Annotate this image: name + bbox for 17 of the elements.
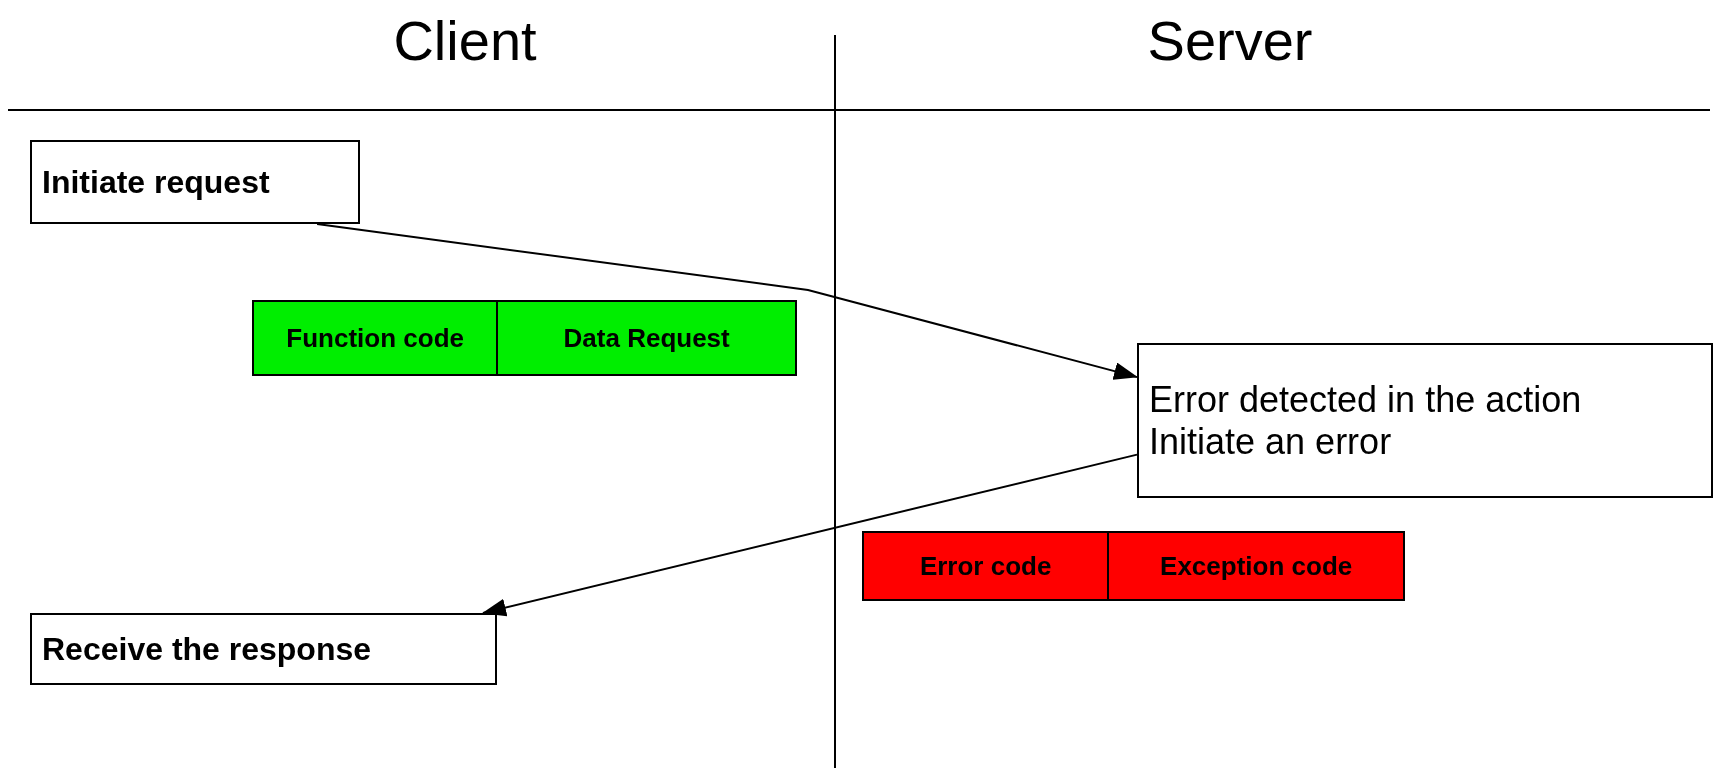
column-heading: Client	[393, 8, 537, 73]
field-label: Function code	[285, 321, 465, 355]
box-text: Initiate request	[42, 163, 271, 201]
arrow	[316, 223, 1138, 380]
process-box	[1137, 343, 1713, 498]
arrow	[482, 453, 1138, 617]
box-text: Initiate an error	[1149, 420, 1393, 463]
box-text: Receive the response	[42, 630, 373, 668]
column-heading: Server	[1147, 8, 1313, 73]
field-label: Exception code	[1107, 533, 1403, 599]
message-bar	[252, 300, 797, 376]
process-box	[30, 613, 497, 685]
process-box	[30, 140, 360, 224]
box-text: Error detected in the action	[1149, 378, 1583, 421]
field-label: Data Request	[496, 302, 795, 374]
message-bar	[862, 531, 1405, 601]
field-label: Error code	[918, 549, 1053, 583]
